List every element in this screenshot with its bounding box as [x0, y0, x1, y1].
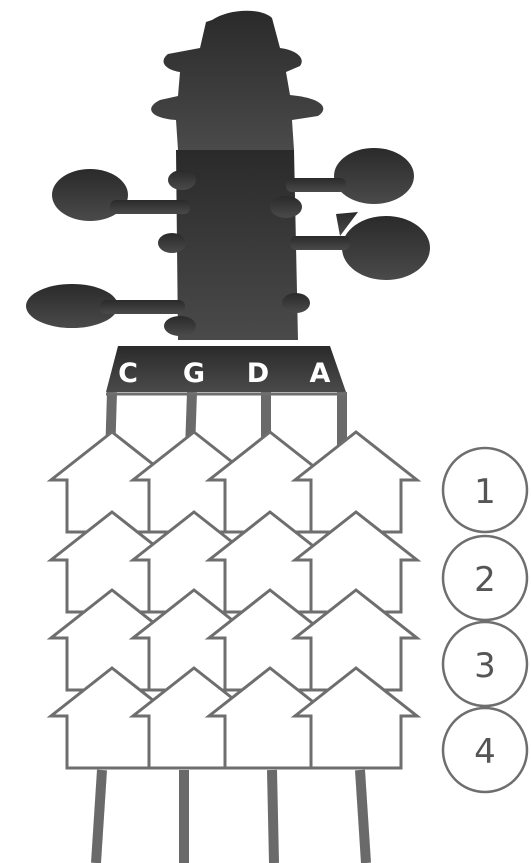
strings-top [105, 391, 347, 459]
string-c-bottom [91, 769, 107, 863]
string-label-d: D [247, 358, 269, 389]
finger-circle-3: 3 [441, 620, 529, 708]
finger-number-circles: 1 2 3 4 [441, 446, 529, 794]
strings-bottom [91, 769, 371, 863]
string-a-bottom [355, 769, 371, 863]
string-label-a: A [310, 358, 331, 389]
string-d-bottom [267, 769, 279, 863]
string-labels: C G D A [118, 358, 330, 389]
string-label-c: C [118, 358, 138, 389]
string-label-g: G [183, 358, 205, 389]
scroll-pegbox [26, 10, 430, 392]
peg-upper-left [52, 169, 190, 221]
nut-plate [106, 346, 346, 392]
peg-upper-right [286, 148, 414, 204]
finger-label-2: 2 [474, 560, 496, 600]
finger-label-1: 1 [474, 472, 496, 512]
peg-lower-left [26, 284, 185, 328]
finger-label-4: 4 [474, 732, 496, 772]
finger-circle-2: 2 [441, 534, 529, 622]
finger-position-grid [46, 430, 422, 770]
finger-circle-1: 1 [441, 446, 529, 534]
finger-label-3: 3 [474, 646, 496, 686]
peg-lower-right [290, 212, 430, 280]
finger-circle-4: 4 [441, 706, 529, 794]
finger-arrow-a-4 [290, 666, 422, 770]
